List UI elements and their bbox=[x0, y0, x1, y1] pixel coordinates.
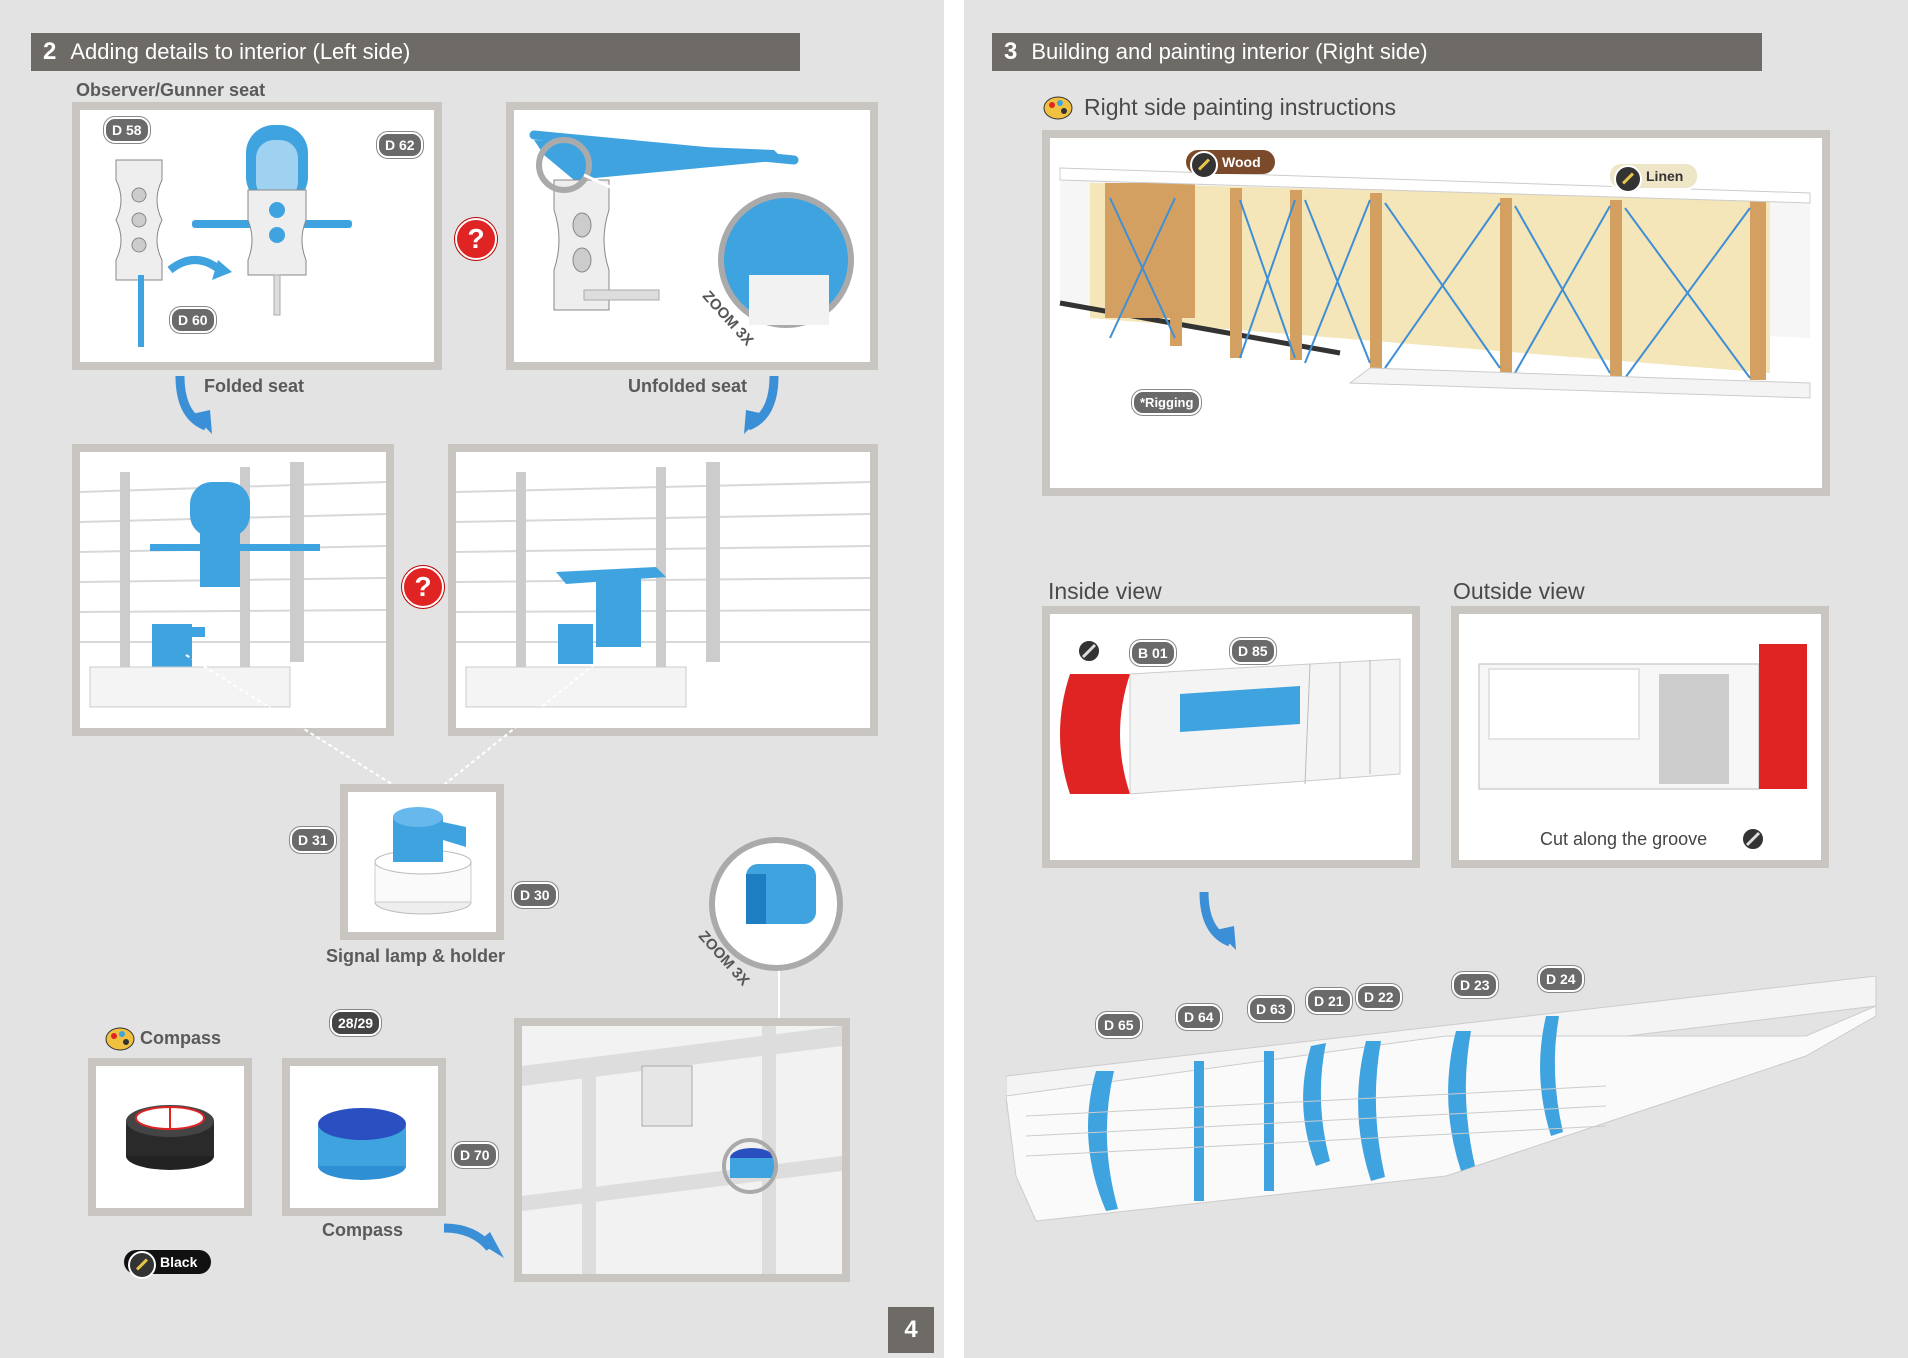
signal-lamp-label: Signal lamp & holder bbox=[326, 946, 506, 966]
unfolded-seat-illustration bbox=[529, 130, 854, 328]
part-tag-d22: D 22 bbox=[1356, 984, 1402, 1010]
section-header-left: 2 Adding details to interior (Left side) bbox=[31, 33, 800, 71]
folded-interior-illustration bbox=[80, 462, 386, 708]
folded-interior-frame bbox=[72, 444, 394, 736]
cut-groove-label: Cut along the groove bbox=[1540, 829, 1708, 849]
inside-view-illustration bbox=[1060, 658, 1401, 795]
black-paint-callout: Black bbox=[124, 1250, 212, 1279]
section-number: 2 bbox=[43, 38, 57, 65]
compass-interior-frame bbox=[514, 1018, 850, 1282]
down-arrow-icon-right bbox=[744, 375, 779, 434]
paint-ref-tag: 28/29 bbox=[330, 1010, 382, 1036]
outside-view-frame bbox=[1451, 606, 1829, 868]
down-arrow-icon-right-page bbox=[1199, 891, 1236, 950]
paintbrush-icon-linen bbox=[1614, 165, 1642, 193]
seat-subtitle: Observer/Gunner seat bbox=[76, 80, 266, 100]
outside-view-illustration bbox=[1478, 644, 1807, 790]
part-tag-d30: D 30 bbox=[512, 882, 558, 908]
down-arrow-icon-left bbox=[175, 375, 212, 434]
page-gutter bbox=[944, 0, 964, 1358]
section-title: Adding details to interior (Left side) bbox=[70, 39, 411, 64]
compass-body-frame bbox=[282, 1058, 446, 1216]
black-paint-label: Black bbox=[160, 1254, 198, 1270]
compass-heading: Compass bbox=[140, 1028, 222, 1048]
paintbrush-icon bbox=[128, 1251, 156, 1279]
part-tag-d62: D 62 bbox=[377, 132, 423, 158]
signal-lamp-frame bbox=[340, 784, 504, 940]
part-tag-d65: D 65 bbox=[1096, 1012, 1142, 1038]
unfolded-interior-frame bbox=[448, 444, 878, 736]
part-tag-d24: D 24 bbox=[1538, 966, 1584, 992]
wood-label: Wood bbox=[1222, 154, 1261, 170]
zoom-circle-2 bbox=[709, 837, 843, 971]
part-tag-b01: B 01 bbox=[1130, 640, 1176, 666]
paintbrush-icon-inside bbox=[1077, 639, 1101, 663]
question-icon-2: ? bbox=[402, 566, 444, 608]
linen-label: Linen bbox=[1646, 168, 1684, 184]
part-tag-d60: D 60 bbox=[170, 307, 216, 333]
paintbrush-icon-outside bbox=[1741, 827, 1765, 851]
inside-view-label: Inside view bbox=[1048, 578, 1162, 604]
part-tag-d70: D 70 bbox=[452, 1142, 498, 1168]
part-tag-d85: D 85 bbox=[1230, 638, 1276, 664]
part-tag-d31: D 31 bbox=[290, 827, 336, 853]
compass-dial-frame bbox=[88, 1058, 252, 1216]
part-tag-d64: D 64 bbox=[1176, 1004, 1222, 1030]
section-number-right: 3 bbox=[1004, 38, 1018, 65]
outside-view-label: Outside view bbox=[1453, 578, 1585, 604]
painting-heading: Right side painting instructions bbox=[1084, 94, 1396, 120]
signal-lamp-illustration bbox=[374, 807, 472, 915]
compass-interior-illustration bbox=[522, 1026, 842, 1274]
linen-callout: Linen bbox=[1608, 162, 1700, 193]
wood-callout: Wood bbox=[1186, 150, 1275, 179]
unfolded-seat-frame bbox=[506, 102, 878, 370]
assembled-fuselage-illustration bbox=[1006, 976, 1877, 1222]
compass-body-illustration bbox=[318, 1108, 406, 1180]
rigging-tag: *Rigging bbox=[1132, 390, 1202, 415]
paint-palette-icon-right bbox=[1043, 96, 1073, 120]
part-tag-d63: D 63 bbox=[1248, 996, 1294, 1022]
page-number: 4 bbox=[888, 1307, 934, 1353]
unfolded-interior-illustration bbox=[456, 462, 870, 708]
compass-label: Compass bbox=[322, 1220, 404, 1240]
painting-frame bbox=[1042, 130, 1830, 496]
section-title-right: Building and painting interior (Right si… bbox=[1031, 39, 1428, 64]
unfolded-seat-label: Unfolded seat bbox=[628, 376, 748, 396]
seat-parts-illustration bbox=[115, 125, 352, 347]
folded-seat-label: Folded seat bbox=[204, 376, 305, 396]
fuselage-painting-illustration bbox=[1059, 167, 1811, 399]
question-icon: ? bbox=[455, 218, 497, 260]
paintbrush-icon-wood bbox=[1190, 151, 1218, 179]
part-tag-d21: D 21 bbox=[1306, 988, 1352, 1014]
compass-dial-illustration bbox=[126, 1105, 214, 1170]
paint-palette-icon bbox=[105, 1027, 135, 1051]
right-arrow-icon bbox=[443, 1223, 504, 1258]
part-tag-d58: D 58 bbox=[104, 117, 150, 143]
part-tag-d23: D 23 bbox=[1452, 972, 1498, 998]
section-header-right: 3 Building and painting interior (Right … bbox=[992, 33, 1762, 71]
